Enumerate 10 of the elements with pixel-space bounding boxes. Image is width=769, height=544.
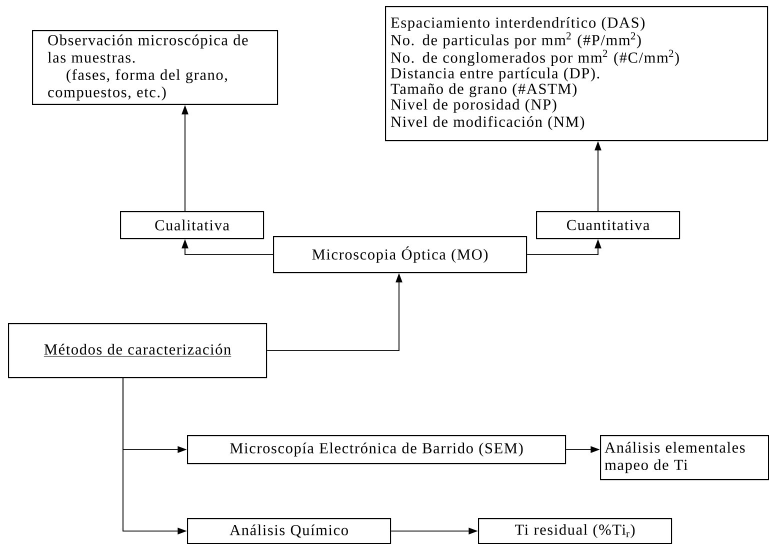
process-box: Métodos de caracterización — [8, 323, 268, 378]
process-box: Cuantitativa — [536, 211, 680, 240]
text-box: Espaciamiento interdendrítico (DAS) No. de particulas por mm$^{2}$ (#P/mm$^{2}$) No. de conglomerados por mm$^{2}$ (#C/mm$^{2}$) Distancia entre partícula (DP). Tamaño de grano (#ASTM) Nivel de porosidad (NP) Nivel de modificación (NM) — [385, 6, 768, 142]
process-box: Análisis Químico — [187, 518, 392, 544]
text-box: Observación microscópica de las muestras. (fases, forma del grano, compuestos, etc.) — [32, 30, 278, 105]
process-box: Análisis elementales mapeo de Ti — [600, 435, 769, 480]
process-box: Cualitativa — [120, 211, 264, 240]
process-box: Microscopia Óptica (MO) — [273, 236, 528, 274]
process-box: Microscopía Electrónica de Barrido (SEM) — [187, 435, 566, 464]
process-box: Ti residual (%Ti$_{r}$) — [478, 518, 672, 544]
